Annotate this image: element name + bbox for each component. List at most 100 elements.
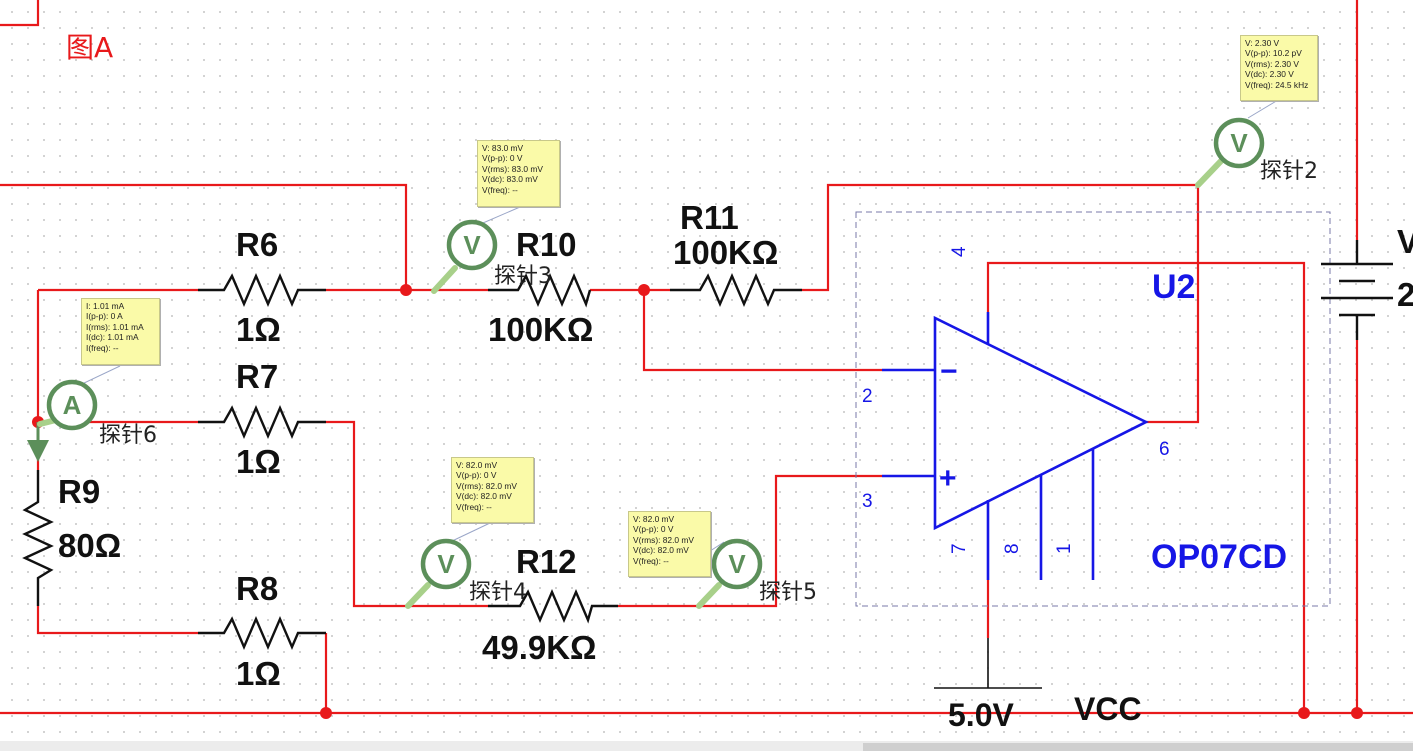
- inverting-sign: −: [940, 355, 958, 388]
- pin-6-label: 6: [1159, 439, 1170, 460]
- wire-r9-bottom: [36, 606, 198, 635]
- wire-v-plus: [986, 261, 1306, 713]
- probe-5-tip: [696, 582, 722, 609]
- reading-line: V(p-p): 10.2 pV: [1245, 48, 1302, 59]
- wire-r11-right: [802, 183, 1200, 424]
- resistor-r8[interactable]: R8 1Ω: [198, 570, 326, 692]
- r9-label: R9: [58, 473, 100, 510]
- resistor-r12[interactable]: R12 49.9KΩ: [482, 543, 618, 666]
- probe-6-readout: I: 1.01 mA I(p-p): 0 A I(rms): 1.01 mA I…: [81, 298, 160, 365]
- r12-value: 49.9KΩ: [482, 629, 597, 666]
- supply-name: VCC: [1074, 691, 1142, 727]
- reading-line: V(dc): 82.0 mV: [633, 545, 689, 556]
- wire-r7-right: [326, 420, 488, 608]
- probe-5[interactable]: V 探针5: [696, 538, 817, 609]
- reading-line: V(p-p): 0 V: [633, 524, 674, 535]
- pin-4-label: 4: [949, 246, 970, 257]
- r6-label: R6: [236, 226, 278, 263]
- r8-label: R8: [236, 570, 278, 607]
- probe-4-label: 探针4: [469, 580, 527, 605]
- r7-label: R7: [236, 358, 278, 395]
- reading-line: V: 82.0 mV: [633, 514, 675, 524]
- voltmeter-icon: [446, 219, 498, 271]
- reading-line: V(dc): 2.30 V: [1245, 69, 1294, 80]
- r10-value: 100KΩ: [488, 311, 593, 348]
- reading-line: V(rms): 2.30 V: [1245, 58, 1299, 69]
- probe-3-letter: V: [463, 230, 481, 260]
- probe-6-letter: A: [63, 390, 82, 420]
- resistor-r10[interactable]: R10 100KΩ: [488, 226, 593, 348]
- figure-label: 图A: [66, 31, 113, 64]
- non-inverting-sign: +: [939, 462, 957, 495]
- reading-line: V(freq): --: [482, 184, 518, 195]
- r9-value: 80Ω: [58, 527, 121, 564]
- reading-line: V(rms): 82.0 mV: [456, 480, 517, 491]
- r7-value: 1Ω: [236, 443, 281, 480]
- current-arrow-icon: [27, 440, 49, 462]
- horizontal-scrollbar-thumb[interactable]: [863, 743, 1413, 751]
- reading-line: V(freq): --: [633, 555, 669, 566]
- wire-top-loop: [0, 183, 408, 290]
- reading-line: V(rms): 83.0 mV: [482, 163, 543, 174]
- resistor-r11[interactable]: R11 100KΩ: [670, 199, 802, 308]
- pin-7-label: 7: [949, 543, 970, 554]
- junction-dot: [320, 707, 332, 719]
- probe-4[interactable]: V 探针4: [405, 538, 527, 609]
- probe-4-readout: V: 82.0 mV V(p-p): 0 V V(rms): 82.0 mV V…: [451, 457, 534, 523]
- junction-dot: [638, 284, 650, 296]
- horizontal-scrollbar-track[interactable]: [0, 741, 1413, 751]
- junctions: [32, 284, 1363, 719]
- reading-line: I(dc): 1.01 mA: [86, 332, 139, 343]
- wire-inv-input: [642, 290, 882, 372]
- reading-line: V(dc): 83.0 mV: [482, 174, 538, 185]
- resistor-r9[interactable]: R9 80Ω: [22, 470, 121, 606]
- probe-3-readout: V: 83.0 mV V(p-p): 0 V V(rms): 83.0 mV V…: [477, 140, 560, 207]
- reading-line: V(freq): --: [456, 501, 492, 512]
- probe-5-label: 探针5: [759, 580, 817, 605]
- probe-3-tip: [431, 265, 458, 294]
- reading-line: I: 1.01 mA: [86, 301, 125, 311]
- r12-label: R12: [516, 543, 577, 580]
- resistor-r6[interactable]: R6 1Ω: [198, 226, 326, 348]
- reading-line: I(p-p): 0 A: [86, 311, 123, 322]
- probe-4-tip: [405, 582, 431, 609]
- reading-line: I(rms): 1.01 mA: [86, 321, 144, 332]
- resistor-r7[interactable]: R7 1Ω: [198, 358, 326, 480]
- wires: [0, 0, 1413, 715]
- r10-label: R10: [516, 226, 577, 263]
- voltmeter-icon: [1213, 117, 1265, 169]
- reading-line: V(dc): 82.0 mV: [456, 491, 512, 502]
- opamp-bounding-box: [855, 211, 1331, 607]
- pin-2-label: 2: [862, 386, 873, 407]
- r11-value: 100KΩ: [673, 234, 778, 271]
- probe-6[interactable]: A 探针6: [27, 379, 157, 462]
- junction-dot: [1351, 707, 1363, 719]
- battery-source[interactable]: V 2: [1321, 223, 1413, 340]
- probe-2[interactable]: V 探针2: [1195, 117, 1318, 188]
- battery-value-partial: 2: [1397, 276, 1413, 313]
- wire-top-left-corner: [0, 0, 40, 27]
- pin-3-label: 3: [862, 491, 873, 512]
- r11-label: R11: [680, 199, 739, 236]
- reading-line: V: 2.30 V: [1245, 38, 1280, 48]
- probe-6-label: 探针6: [99, 423, 157, 448]
- r8-value: 1Ω: [236, 655, 281, 692]
- pin-8-label: 8: [1002, 543, 1023, 554]
- ammeter-icon: [46, 379, 98, 431]
- probe-3[interactable]: V 探针3: [431, 219, 552, 294]
- supply-5v[interactable]: 5.0V VCC: [934, 638, 1142, 733]
- probe-3-label: 探针3: [494, 264, 552, 289]
- probe-2-tip: [1195, 157, 1225, 188]
- probe-2-letter: V: [1230, 128, 1248, 158]
- junction-dot: [400, 284, 412, 296]
- reading-line: I(freq): --: [86, 342, 119, 353]
- reading-line: V(p-p): 0 V: [482, 153, 523, 164]
- probe-4-letter: V: [437, 549, 455, 579]
- opamp-u2[interactable]: U2 OP07CD 2 3 6 4 7 8 1 − +: [855, 211, 1331, 607]
- reading-line: V(rms): 82.0 mV: [633, 534, 694, 545]
- probe-5-letter: V: [728, 549, 746, 579]
- reading-line: V: 82.0 mV: [456, 460, 498, 470]
- opamp-pin-lines: [882, 312, 1095, 580]
- probe-5-readout: V: 82.0 mV V(p-p): 0 V V(rms): 82.0 mV V…: [628, 511, 711, 577]
